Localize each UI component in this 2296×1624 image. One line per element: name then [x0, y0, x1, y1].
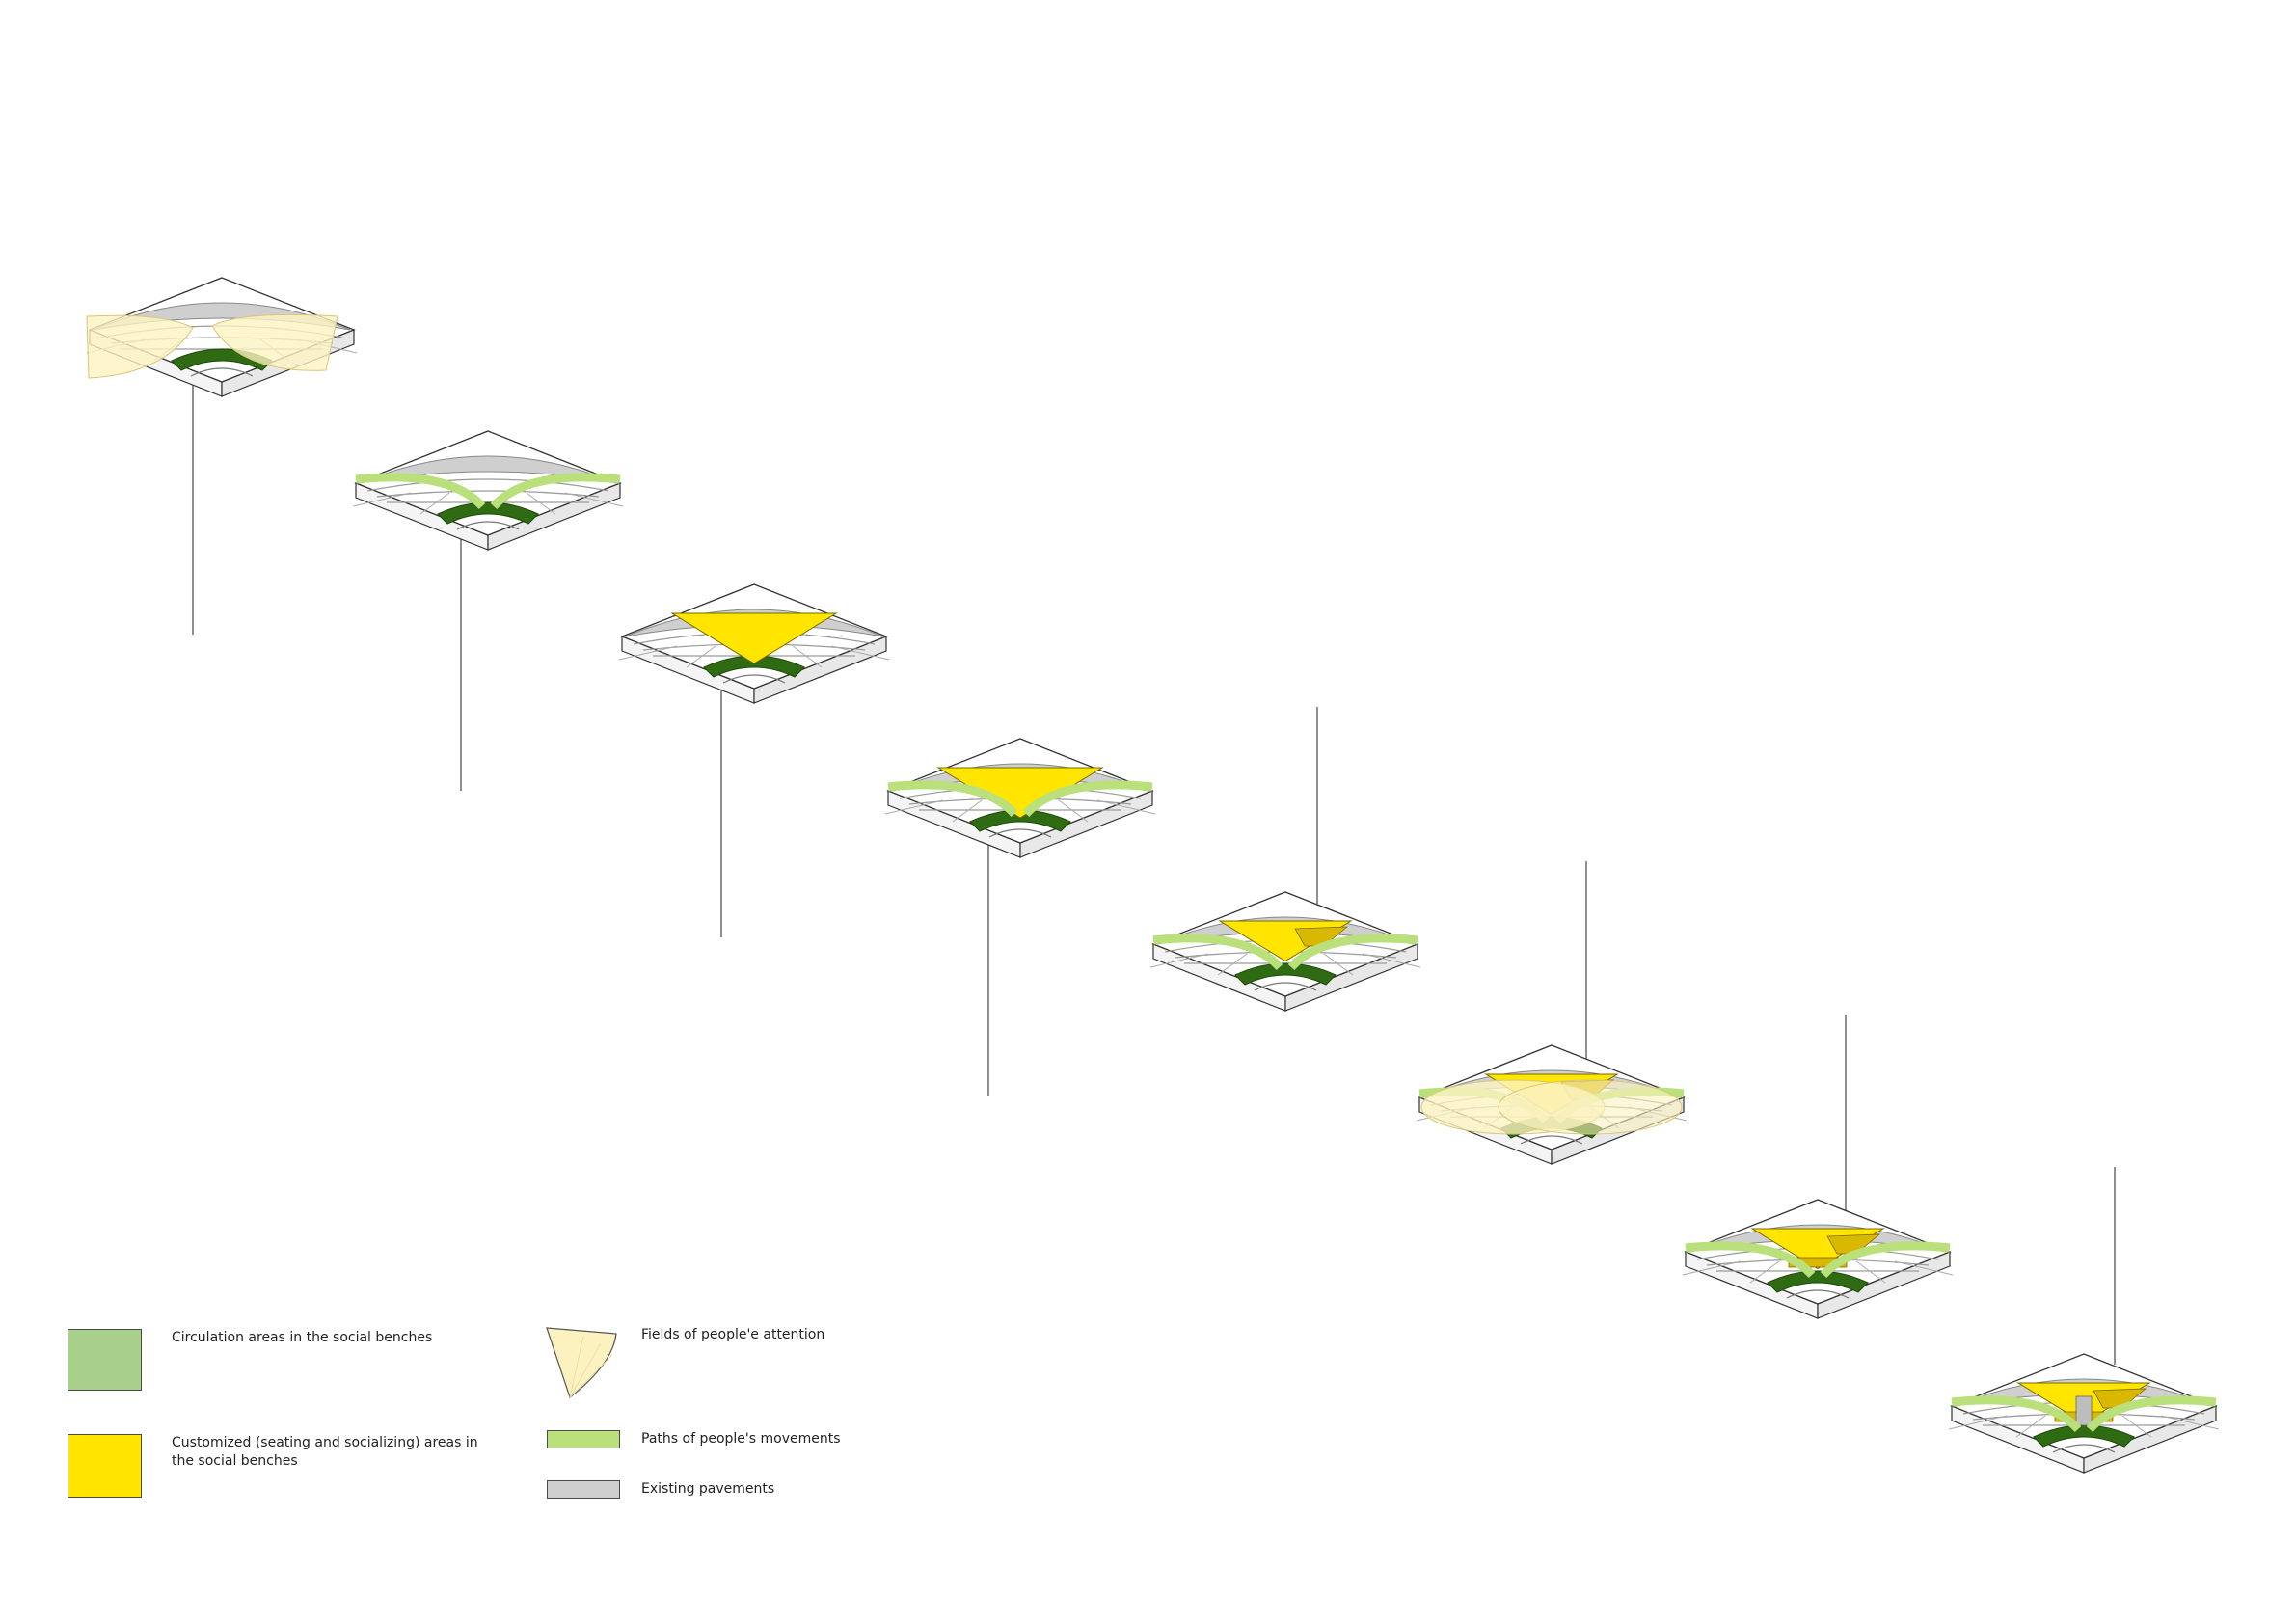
movement-path-left	[355, 473, 486, 510]
stage-8	[1948, 1167, 2220, 1474]
bench-divider	[1362, 953, 1421, 968]
bench-divider	[1096, 799, 1156, 815]
front-arc	[722, 674, 786, 684]
bench-divider	[1855, 1260, 1886, 1284]
paths-swatch	[547, 1430, 620, 1448]
stage-3	[618, 583, 890, 937]
green-band	[969, 809, 1071, 832]
movement-path-left	[1152, 934, 1283, 971]
bench-divider	[1217, 953, 1248, 976]
movement-path-right	[490, 473, 621, 510]
bench-divider	[2015, 1415, 2046, 1438]
front-arc	[456, 521, 520, 530]
circulation-label: Circulation areas in the social benches	[172, 1330, 433, 1345]
green-band	[2033, 1424, 2135, 1448]
customized-swatch	[68, 1434, 142, 1498]
movement-path-right	[1022, 780, 1153, 818]
customized-area	[670, 612, 838, 664]
stage-6	[1416, 861, 1688, 1165]
movement-path-left	[1685, 1241, 1816, 1279]
front-arc	[1786, 1289, 1850, 1299]
stage-7	[1682, 1015, 1954, 1319]
bench-divider	[1058, 799, 1089, 823]
bench-divider	[1682, 1260, 1742, 1276]
bench-divider	[1323, 953, 1354, 976]
tile-top	[354, 430, 622, 536]
bench-divider	[1749, 1260, 1780, 1284]
front-arc	[1254, 982, 1317, 991]
bench-divider	[952, 799, 983, 823]
movement-path-right	[1820, 1241, 1951, 1279]
attention-field	[86, 314, 194, 379]
bench-divider	[1149, 953, 1209, 968]
bench-divider	[792, 645, 823, 668]
attention-field	[1498, 1079, 1683, 1135]
bench-divider	[618, 645, 678, 661]
front-arc	[2052, 1444, 2116, 1453]
front-arc	[1520, 1135, 1583, 1145]
bench-divider	[352, 492, 412, 507]
stage-5	[1149, 707, 1421, 1012]
bench-arc	[366, 478, 609, 492]
bench-divider	[1948, 1415, 2008, 1430]
bench-divider	[564, 492, 624, 507]
attention-field	[211, 313, 338, 371]
paths-label: Paths of people's movements	[641, 1431, 841, 1447]
stage-2	[352, 430, 624, 791]
bench-divider	[526, 492, 556, 515]
bench-divider	[2121, 1415, 2152, 1438]
green-band	[703, 655, 805, 678]
movement-path-right	[2086, 1395, 2217, 1433]
attention-fan-icon	[546, 1327, 617, 1398]
attention-label: Fields of people'e attention	[641, 1327, 825, 1342]
bench-divider	[686, 645, 716, 668]
bench-divider	[2160, 1415, 2220, 1430]
bench-divider	[419, 492, 450, 515]
movement-path-left	[1951, 1395, 2082, 1433]
movement-path-right	[1287, 934, 1418, 971]
front-arc	[190, 367, 254, 377]
pavements-label: Existing pavements	[641, 1481, 775, 1497]
bench-divider	[884, 799, 944, 815]
bench-divider	[830, 645, 890, 661]
front-arc	[988, 828, 1052, 838]
green-band	[437, 501, 539, 525]
stage-4	[884, 738, 1156, 1096]
movement-path-left	[887, 780, 1018, 818]
bench-divider	[1894, 1260, 1954, 1276]
customized-label: Customized (seating and socializing) are…	[172, 1435, 478, 1469]
pavement-band	[93, 302, 351, 331]
stage-1	[86, 277, 358, 635]
circulation-swatch	[68, 1329, 142, 1391]
pavements-swatch	[547, 1480, 620, 1499]
green-band	[1234, 962, 1337, 986]
customized-pillar	[2075, 1395, 2093, 1426]
green-band	[1767, 1270, 1869, 1293]
